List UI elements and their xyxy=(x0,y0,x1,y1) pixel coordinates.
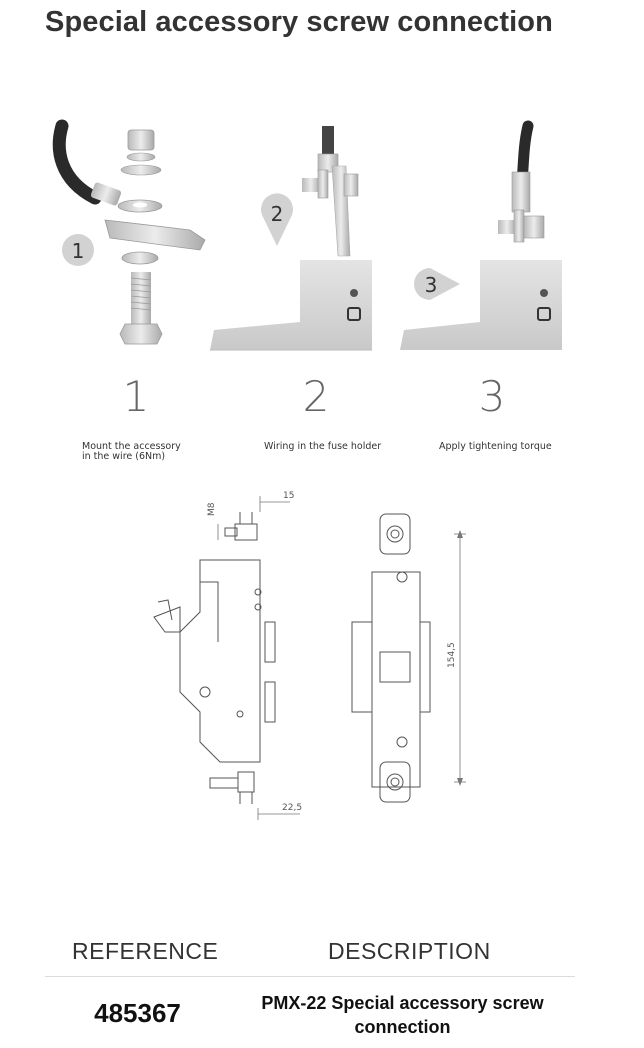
step-3-caption: Apply tightening torque xyxy=(439,441,552,452)
step-1-caption: Mount the accessory in the wire (6Nm) xyxy=(82,441,181,462)
page-title: Special accessory screw connection xyxy=(45,6,553,38)
column-header-reference: REFERENCE xyxy=(72,938,219,964)
dim-bottom-label: 22,5 xyxy=(282,803,302,813)
installation-steps-illustration: 1 2 3 xyxy=(52,119,562,351)
dim-thread-label: M8 xyxy=(207,502,217,516)
dim-top-label: 15 xyxy=(283,491,294,501)
dim-height-label: 154,5 xyxy=(447,642,457,668)
svg-text:1: 1 xyxy=(72,239,85,263)
svg-text:2: 2 xyxy=(271,202,284,226)
step-2-illustration: 2 xyxy=(210,126,372,351)
reference-value: 485367 xyxy=(94,998,181,1028)
svg-text:3: 3 xyxy=(425,273,438,297)
step-1-illustration: 1 xyxy=(52,119,206,345)
column-header-description: DESCRIPTION xyxy=(328,938,491,964)
table-divider xyxy=(45,976,575,977)
step-2-caption: Wiring in the fuse holder xyxy=(264,441,382,452)
step-2-number: 2 xyxy=(302,372,330,421)
technical-drawing: M8 15 22,5 154,5 xyxy=(153,491,466,820)
description-value: PMX-22 Special accessory screw connectio… xyxy=(261,993,544,1037)
step-1-number: 1 xyxy=(122,372,150,421)
step-3-number: 3 xyxy=(478,372,506,421)
step-3-illustration: 3 xyxy=(400,120,562,350)
